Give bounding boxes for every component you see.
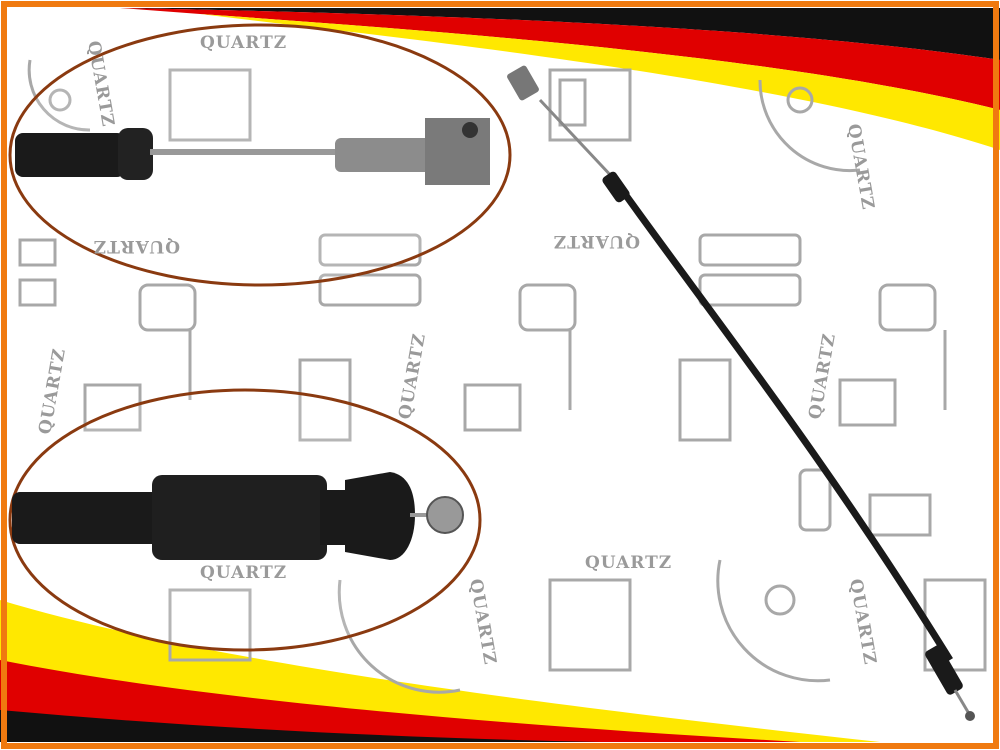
watermark-pattern: [18, 59, 987, 694]
watermark-brand-text: QUARTZ: [200, 33, 287, 53]
cable: [507, 65, 975, 721]
watermark-brand-text: QUARTZ: [553, 231, 640, 251]
watermark-brand-text: QUARTZ: [200, 563, 287, 583]
corner-stripes-top: [120, 8, 1000, 150]
watermark-brand-text: QUARTZ: [585, 553, 672, 573]
watermark-brand-text: QUARTZ: [93, 236, 180, 256]
callout-sleeve: [8, 388, 482, 652]
callout-end-fitting: [8, 23, 512, 287]
corner-stripes-bottom: [0, 600, 880, 742]
